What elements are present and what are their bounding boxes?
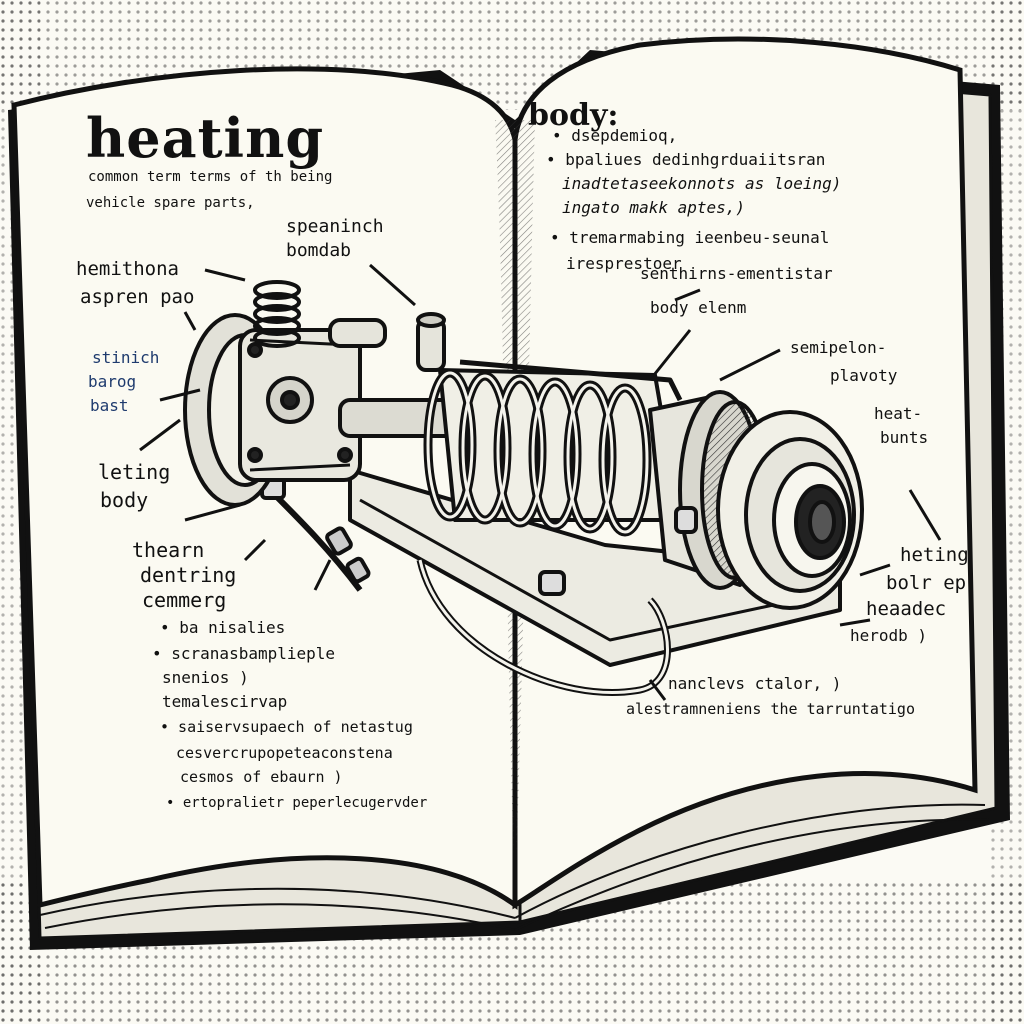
right-bullet-5: • tremarmabing ieenbeu-seunal bbox=[550, 228, 830, 247]
label-bunts: bunts bbox=[880, 428, 929, 447]
label-body-elenm: body elenm bbox=[650, 298, 747, 317]
left-subtitle-line-2: vehicle spare parts, bbox=[86, 195, 255, 211]
left-bullet-8: • ertopralietr peperlecugervder bbox=[166, 795, 428, 811]
label-cemmerg: cemmerg bbox=[142, 588, 227, 612]
label-heat: heat- bbox=[874, 404, 923, 423]
label-bast: bast bbox=[90, 396, 129, 415]
label-bolr-ep: bolr ep bbox=[886, 572, 967, 594]
label-alestrs: alestramneniens the tarruntatigo bbox=[626, 700, 915, 718]
label-speaninch: speaninch bbox=[286, 216, 384, 237]
spare-part-drawing bbox=[183, 280, 864, 696]
left-bullet-6: cesvercrupopeteaconstena bbox=[176, 744, 393, 762]
label-stinich: stinich bbox=[92, 348, 160, 367]
label-body: body bbox=[100, 488, 149, 512]
left-bullet-4: temalescirvap bbox=[162, 692, 288, 711]
label-heting: heting bbox=[900, 544, 969, 566]
label-heaadec: heaadec bbox=[866, 598, 947, 620]
left-subtitle-line-1: common term terms of th being bbox=[88, 169, 333, 185]
label-nanclevs: nanclevs ctalor, ) bbox=[668, 674, 842, 693]
page-edge-lines bbox=[39, 803, 991, 931]
label-leting: leting bbox=[98, 460, 171, 484]
label-bomdab: bomdab bbox=[286, 240, 352, 261]
label-hemithona: hemithona bbox=[76, 258, 179, 280]
label-thearn: thearn bbox=[132, 538, 205, 562]
right-bullet-1: • dsepdemioq, bbox=[552, 126, 678, 145]
right-bullet-4: ingato makk aptes,) bbox=[562, 198, 746, 217]
right-bullet-6: iresprestoer bbox=[566, 254, 682, 273]
right-bullet-2: • bpaliues dedinhgrduaiitsran bbox=[546, 150, 826, 169]
left-page-title: heating bbox=[86, 106, 325, 170]
left-bullet-7: cesmos of ebaurn ) bbox=[180, 768, 343, 786]
label-dentring: dentring bbox=[140, 563, 237, 587]
label-herodb: herodb ) bbox=[850, 626, 928, 645]
right-bullet-3: inadtetaseekonnots as loeing) bbox=[562, 174, 842, 193]
right-page-title: body: bbox=[528, 98, 619, 133]
left-bullet-2: • scranasbamplieple bbox=[152, 644, 336, 663]
leader-lines bbox=[139, 263, 942, 701]
left-bullet-1: • ba nisalies bbox=[160, 618, 286, 637]
left-bullet-3: snenios ) bbox=[162, 668, 249, 687]
label-plavoty: plavoty bbox=[830, 366, 898, 385]
label-aspren-pao: aspren pao bbox=[80, 286, 195, 308]
label-barog: barog bbox=[88, 372, 137, 391]
left-bullet-5: • saiservsupaech of netastug bbox=[160, 718, 413, 736]
label-senthirns: senthirns-ementistar bbox=[640, 264, 833, 283]
label-semipelon: semipelon- bbox=[790, 338, 887, 357]
